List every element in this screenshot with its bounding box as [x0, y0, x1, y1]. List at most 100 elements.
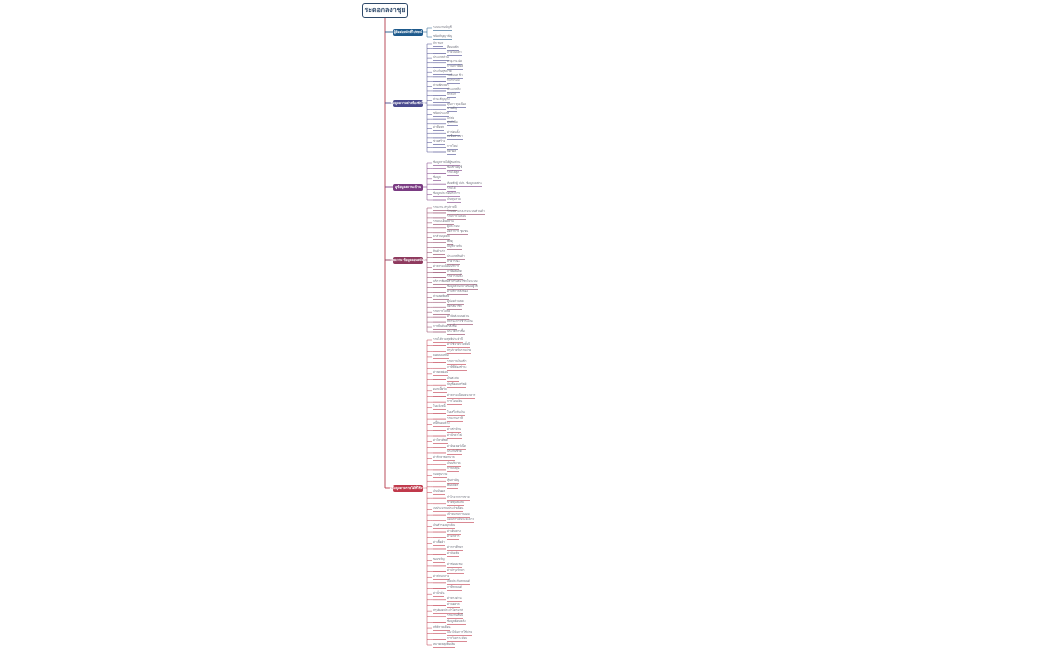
leaf-topic[interactable]: ชนิดสัญญาลัญ	[433, 34, 453, 40]
leaf-topic[interactable]: ค่าเช่าบ้าน	[447, 427, 462, 433]
leaf-topic[interactable]: สาธารณะ	[447, 260, 461, 266]
leaf-topic[interactable]: รายงานภาษี	[447, 416, 463, 422]
leaf-topic[interactable]: ค่าเสื้อผ้า	[433, 540, 445, 546]
leaf-topic[interactable]: ห้องพักผู้ ปปร. ข้อมูลเฉพาะ	[447, 181, 483, 187]
leaf-topic[interactable]: บัญชีรายรับ	[447, 245, 463, 251]
leaf-topic[interactable]: บัญชีออมทรัพย์	[447, 382, 467, 388]
leaf-topic[interactable]: ค่าบำรุงรักษา	[447, 569, 465, 575]
leaf-topic[interactable]: ค่าเดินทาง	[447, 529, 461, 535]
leaf-topic[interactable]: พัสดุ	[447, 240, 453, 246]
leaf-topic[interactable]: ค่าการศึกษา	[447, 546, 464, 552]
leaf-topic[interactable]: แนวโน้มการใช้จ่าย	[447, 631, 473, 637]
leaf-topic[interactable]: ชนิดประเภท	[433, 111, 450, 117]
branch-topic-5[interactable]: ดูข้อมูลตามรายได้ที่ใช้งาน	[389, 484, 427, 492]
leaf-topic[interactable]: ช่วยสร้าง	[433, 140, 446, 146]
leaf-topic[interactable]: ประกันสุขภาพ	[433, 69, 452, 75]
leaf-topic[interactable]: หนี้สินคงค้าง	[433, 422, 450, 428]
leaf-topic[interactable]: กองทุนรวม	[433, 473, 448, 479]
leaf-topic[interactable]: ลัก ชมร	[433, 41, 444, 47]
leaf-topic[interactable]: ประเภทสิ่ง	[447, 88, 461, 94]
leaf-topic[interactable]: สินค้าเก่า	[433, 250, 446, 256]
leaf-topic[interactable]: ภาษีผลผลิต	[447, 269, 462, 275]
leaf-topic[interactable]: ขาดทุนสะสม	[447, 501, 464, 507]
leaf-topic[interactable]: รายการโปรด	[433, 309, 451, 315]
leaf-topic[interactable]: รายการในรอบ	[447, 215, 466, 221]
leaf-topic[interactable]: ค่าอาหาร	[447, 535, 460, 541]
leaf-topic[interactable]: ค่าน้ำค่าไฟ	[447, 433, 462, 439]
leaf-topic[interactable]: การวิเคราะห์งบ	[447, 636, 468, 642]
leaf-topic[interactable]: ของขวัญ	[433, 557, 445, 563]
leaf-topic[interactable]: รายการเงินเข้า	[447, 360, 467, 366]
leaf-topic[interactable]: ระดับบท ชิ่ว	[447, 74, 463, 80]
leaf-topic[interactable]: ใบเสร็จรับเงิน	[447, 410, 465, 416]
leaf-topic[interactable]: ใบแจ้งหนี้	[433, 405, 446, 411]
leaf-topic[interactable]: รายได้	[447, 186, 456, 192]
leaf-topic[interactable]: หมายเหตุเพิ่มเติม	[433, 642, 456, 648]
leaf-topic[interactable]: ปีกลไก้	[447, 93, 456, 99]
leaf-topic[interactable]: รายงานสิ้นปี	[447, 614, 464, 620]
leaf-topic[interactable]: ส่วนลดพิเศษ	[433, 294, 450, 300]
branch-topic-3[interactable]: ดูข้อมูลสถานะบ้าน	[393, 183, 423, 191]
leaf-topic[interactable]: ข้อมูลประกอบกิจการ	[433, 192, 461, 198]
leaf-topic[interactable]: ที่ตอนพัก	[447, 46, 459, 52]
leaf-topic[interactable]: รายงาน สรุปรายปี	[433, 205, 457, 211]
leaf-topic[interactable]: ประวัติการซื้อ	[447, 329, 465, 335]
leaf-topic[interactable]: ค่าจอดรถ	[447, 602, 460, 608]
leaf-topic[interactable]: ส่วน สัญญาง	[433, 97, 450, 103]
leaf-topic[interactable]: ค่าลดหย่อน	[433, 371, 449, 377]
leaf-topic[interactable]: รายได้ลูก	[447, 171, 460, 177]
leaf-topic[interactable]: การตก้าพี่ยดี	[447, 64, 464, 70]
leaf-topic[interactable]: นายสัญ	[447, 107, 457, 113]
leaf-topic[interactable]: กำไรจากการขาย	[447, 495, 470, 501]
leaf-topic[interactable]: เงินสะสม	[447, 377, 459, 383]
leaf-topic[interactable]: เงินบริจาค	[447, 461, 461, 467]
leaf-topic[interactable]: พันธบัตร	[447, 484, 459, 490]
leaf-topic[interactable]: การยืนยันคำสั่งซื้อ	[433, 324, 457, 330]
leaf-topic[interactable]: แผนการเงินระยะยาว	[447, 518, 475, 524]
leaf-topic[interactable]: ค่าก่อนตั้ง	[447, 130, 460, 136]
leaf-topic[interactable]: ข้อมูลรายได้ผู้ขอส่วน	[433, 160, 461, 166]
leaf-topic[interactable]: ภาษีที่ต้องชำระ	[447, 365, 467, 371]
leaf-topic[interactable]: ค่าอินเทอร์เน็ต	[447, 444, 466, 450]
leaf-topic[interactable]: หุ้นสามัญ	[447, 478, 460, 484]
branch-topic-4[interactable]: บทความ ข้อมูลลอนสมัคร	[390, 256, 426, 264]
leaf-topic[interactable]: งบประมาณประจำเดือน	[433, 506, 464, 512]
leaf-topic[interactable]: ค่าบริการส่งของ	[447, 289, 468, 295]
leaf-topic[interactable]: ยาส่วนบุคคล	[433, 235, 450, 241]
leaf-topic[interactable]: ระบบงานบัญชี	[433, 25, 452, 31]
leaf-topic[interactable]: เงินสำรองฉุกเฉิน	[433, 523, 455, 529]
leaf-topic[interactable]: กิจกรรมมี	[447, 79, 460, 85]
leaf-topic[interactable]: ค่าใช้จ่ายรวมทั้งปี	[447, 343, 471, 349]
leaf-topic[interactable]: ภายใน่ปทว	[447, 50, 462, 56]
leaf-topic[interactable]: การโอนเงิน	[447, 399, 463, 405]
leaf-topic[interactable]: ราคารวมทั้ง	[447, 274, 463, 280]
leaf-topic[interactable]: เป้าหมายการออม	[447, 512, 470, 518]
leaf-topic[interactable]: ประเภทส่วน	[433, 55, 449, 61]
leaf-topic[interactable]: ข้อเข้าบัญชี	[447, 165, 463, 171]
leaf-topic[interactable]: ร้านพยาบาลงานระบบส่วนตัว	[447, 210, 485, 216]
leaf-topic[interactable]: ประเภทสินค้า	[447, 255, 465, 261]
leaf-topic[interactable]: ค่าส่วนกลาง	[433, 574, 450, 580]
leaf-topic[interactable]: รายได้รวมสุทธิประจำปี	[433, 337, 463, 343]
root-topic[interactable]: ระดอกลงาชุย	[362, 3, 408, 18]
leaf-topic[interactable]: ค่าซ่อมแซม	[447, 563, 463, 569]
leaf-topic[interactable]: สถานะการชำระเงิน	[447, 319, 473, 325]
leaf-topic[interactable]: ค่าบันเทิง	[447, 552, 460, 558]
leaf-topic[interactable]: ค่าโทรศัพท์	[433, 439, 448, 445]
branch-topic-1[interactable]: ผู้ติดต่อหลักที่ไปรษณ์	[393, 28, 423, 36]
leaf-topic[interactable]: ค่าที่อพร	[433, 126, 445, 132]
leaf-topic[interactable]: ศุนย์เพิ่ม	[447, 121, 458, 127]
leaf-topic[interactable]: สถิติรายเดือน	[433, 625, 451, 631]
leaf-topic[interactable]: ค่าน้ำมัน	[433, 591, 445, 597]
leaf-topic[interactable]: เบี้ยประกันรถยนต์	[447, 580, 470, 586]
leaf-topic[interactable]: บัตรสมาชิก	[447, 304, 462, 310]
leaf-topic[interactable]: ลงชื่อพระยา	[447, 135, 463, 141]
leaf-topic[interactable]: บิตาผล	[447, 149, 457, 155]
leaf-topic[interactable]: แก่ส่ง	[447, 116, 455, 122]
leaf-topic[interactable]: ทุนภา ทุนเนื่อง	[447, 102, 467, 108]
leaf-topic[interactable]: ภาษีรถยนต์	[447, 586, 462, 592]
leaf-topic[interactable]: การใหม่	[447, 144, 458, 150]
leaf-topic[interactable]: บริการพิเศษสำหรับสมาชิกในระบบ	[433, 279, 478, 285]
leaf-topic[interactable]: ยอดคงเหลือ	[433, 354, 449, 360]
leaf-topic[interactable]: ข้อมูลย้อนหลัง	[447, 619, 466, 625]
